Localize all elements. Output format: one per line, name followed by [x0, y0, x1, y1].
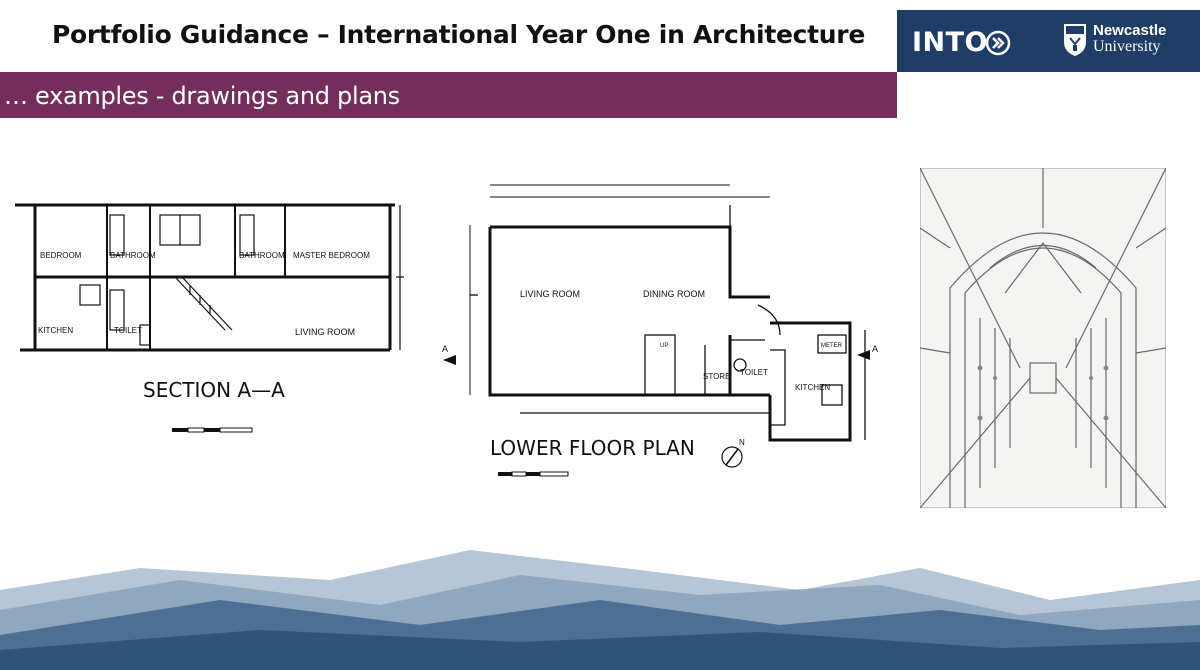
plan-room-label: LIVING ROOM	[520, 289, 580, 299]
newcastle-logo-line2: University	[1093, 38, 1161, 55]
section-drawing: BEDROOM BATHROOM BATHROOM MASTER BEDROOM…	[10, 185, 425, 445]
section-room-label: KITCHEN	[38, 326, 73, 335]
section-room-label: BATHROOM	[239, 251, 285, 260]
section-room-label: TOILET	[114, 326, 142, 335]
plan-room-label: DINING ROOM	[643, 289, 705, 299]
plan-marker-a-left: A	[442, 344, 448, 354]
plan-marker-a-right: A	[872, 344, 878, 354]
plan-scale-bar-icon	[498, 471, 569, 477]
plan-caption: LOWER FLOOR PLAN	[490, 436, 695, 460]
perspective-sketch	[920, 168, 1166, 508]
plan-room-label: KITCHEN	[795, 383, 830, 392]
section-room-label: LIVING ROOM	[295, 327, 355, 337]
plan-room-label: STORE	[703, 372, 730, 381]
section-caption: SECTION A—A	[143, 378, 285, 402]
section-room-label: BEDROOM	[40, 251, 82, 260]
subtitle-text: … examples - drawings and plans	[4, 82, 400, 110]
newcastle-shield-icon	[1064, 24, 1086, 56]
decorative-mountains	[0, 550, 1200, 670]
section-room-label: MASTER BEDROOM	[293, 251, 370, 260]
page-title: Portfolio Guidance – International Year …	[52, 20, 865, 49]
plan-room-label: TOILET	[740, 368, 768, 377]
floor-plan-drawing: A A LIVING ROOM DINING ROOM STORE TOILET…	[440, 175, 890, 490]
north-label: N	[739, 438, 745, 447]
section-room-label: BATHROOM	[110, 251, 156, 260]
subtitle-banner	[0, 72, 897, 118]
into-logo-text: INTO	[912, 27, 989, 58]
north-arrow-icon: N	[721, 438, 745, 468]
scale-bar-icon	[172, 427, 253, 433]
newcastle-logo-line1: Newcastle	[1093, 22, 1167, 39]
plan-room-label: METER	[821, 343, 843, 349]
into-arrow-icon	[985, 30, 1011, 56]
plan-stair-label: UP	[660, 343, 668, 349]
